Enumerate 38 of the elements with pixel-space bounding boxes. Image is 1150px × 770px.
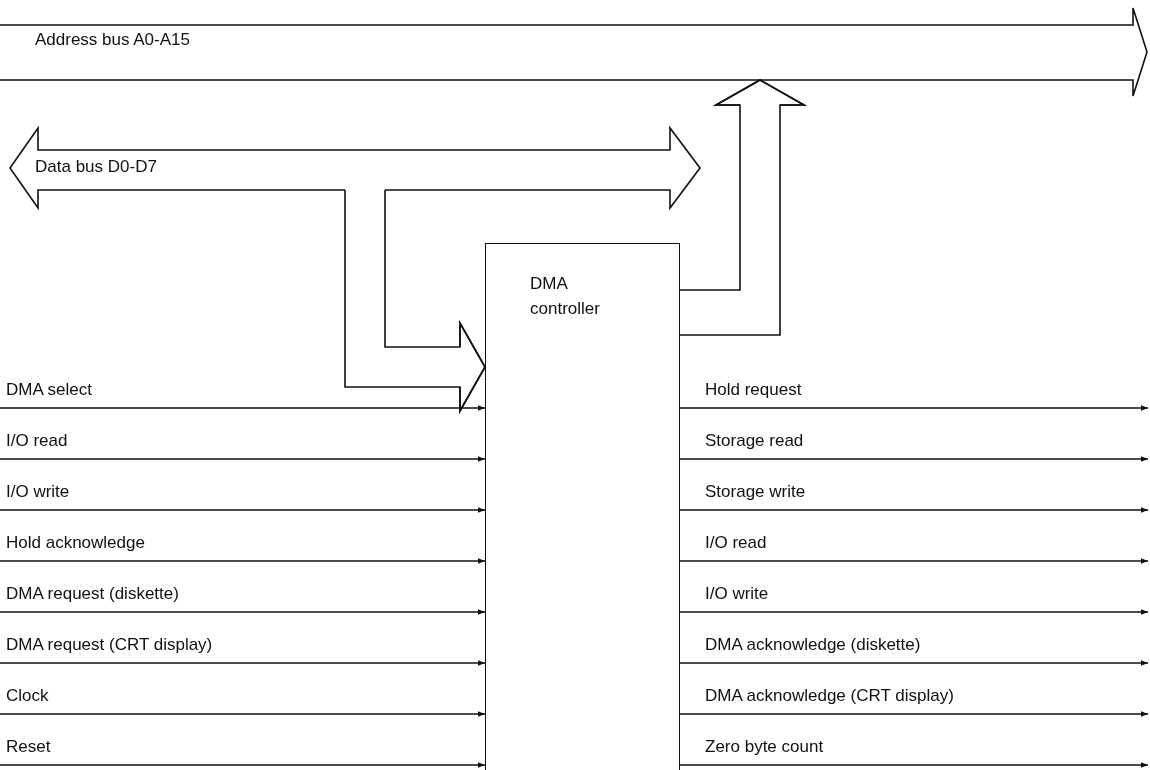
signal-arrow (679, 711, 1149, 717)
controller-block (485, 243, 680, 770)
signal-arrow (0, 507, 486, 513)
signal-label: I/O write (6, 482, 70, 502)
node-label: Data bus D0-D7 (35, 156, 158, 178)
node-label: DMA controller (530, 273, 601, 320)
signal-label: Clock (6, 686, 49, 706)
signal-arrow (679, 405, 1149, 411)
signal-label: Reset (6, 737, 51, 757)
signal-arrow (679, 609, 1149, 615)
signal-arrow (0, 609, 486, 615)
signal-arrow (0, 762, 486, 768)
signal-arrow (679, 660, 1149, 666)
bus-band (8, 126, 704, 210)
signal-arrow (679, 558, 1149, 564)
signal-arrow (679, 762, 1149, 768)
signal-label: DMA acknowledge (diskette) (705, 635, 921, 655)
signal-label: I/O read (705, 533, 767, 553)
signal-label: Hold acknowledge (6, 533, 145, 553)
signal-label: DMA acknowledge (CRT display) (705, 686, 954, 706)
signal-label: DMA request (CRT display) (6, 635, 213, 655)
signal-label: Storage read (705, 431, 804, 451)
signal-arrow (0, 558, 486, 564)
node-label: Address bus A0-A15 (35, 29, 191, 51)
signal-label: I/O read (6, 431, 68, 451)
signal-arrow (0, 660, 486, 666)
signal-label: Storage write (705, 482, 806, 502)
signal-label: DMA request (diskette) (6, 584, 179, 604)
signal-label: DMA select (6, 380, 92, 400)
bus-band (0, 8, 1150, 98)
signal-arrow (0, 405, 486, 411)
signal-arrow (0, 456, 486, 462)
signal-label: Hold request (705, 380, 802, 400)
signal-label: Zero byte count (705, 737, 824, 757)
signal-arrow (679, 507, 1149, 513)
signal-arrow (679, 456, 1149, 462)
signal-arrow (0, 711, 486, 717)
signal-label: I/O write (705, 584, 769, 604)
